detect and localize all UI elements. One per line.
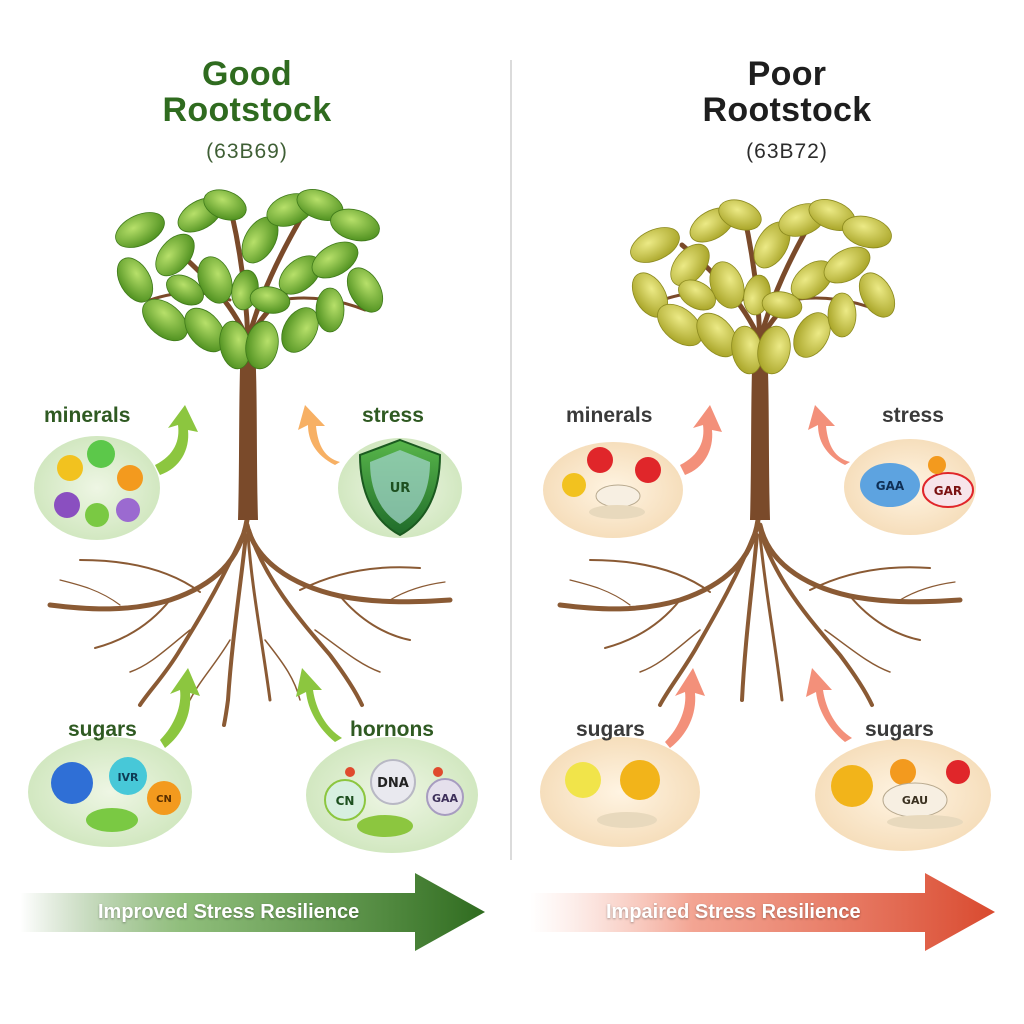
improved-banner-arrow [20, 873, 485, 951]
healthy-trunk [238, 330, 258, 520]
title-line1: Poor [747, 55, 827, 93]
minerals-cluster-poor [543, 442, 683, 538]
svg-text:GAA: GAA [432, 792, 459, 805]
title-line1: Good [202, 55, 292, 93]
svg-text:GAU: GAU [902, 794, 928, 807]
minerals-arrow-up [680, 405, 722, 475]
label-minerals: minerals [566, 404, 653, 427]
svg-text:CN: CN [336, 794, 355, 808]
healthy-canopy [115, 189, 384, 370]
stressed-tree [557, 199, 963, 707]
sugars-cluster-poor-right: GAU [815, 739, 991, 851]
svg-text:GAA: GAA [876, 479, 905, 493]
label-sugars: sugars [576, 718, 645, 741]
stress-cluster-poor: GAA GAR [844, 439, 976, 535]
sugars-cluster-good: IVR CN [28, 737, 192, 847]
stressed-roots [557, 517, 963, 707]
sugars-arrow-up [160, 668, 200, 748]
svg-text:CN: CN [156, 794, 172, 805]
stressed-flow-arrows [665, 405, 852, 748]
impaired-resilience-label: Impaired Stress Resilience [606, 901, 861, 923]
impaired-banner-arrow [530, 873, 995, 951]
stress-shield-good: UR [338, 438, 462, 538]
svg-text:UR: UR [390, 481, 411, 496]
title-line2: Rootstock [162, 91, 332, 129]
stress-arrow-up [298, 405, 340, 465]
minerals-arrow-up [155, 405, 198, 475]
rootstock-code: (63B72) [746, 140, 828, 163]
title-line2: Rootstock [702, 91, 872, 129]
svg-text:IVR: IVR [117, 771, 139, 784]
stressed-trunk [750, 330, 770, 520]
good-rootstock-title: Good Rootstock (63B69) [47, 56, 447, 170]
label-stress: stress [882, 404, 944, 427]
label-sugars: sugars [68, 718, 137, 741]
rootstock-code: (63B69) [206, 140, 288, 163]
sugars-cluster-poor-left [540, 737, 700, 847]
minerals-cluster-good [34, 436, 160, 540]
sugars-arrow-up-2 [806, 668, 852, 742]
label-stress: stress [362, 404, 424, 427]
poor-rootstock-title: Poor Rootstock (63B72) [587, 56, 987, 170]
hormones-arrow-up [296, 668, 342, 742]
hormones-cluster-good: DNA CN GAA [306, 737, 478, 853]
stressed-canopy [630, 199, 896, 375]
sugars-arrow-up [665, 668, 705, 748]
improved-resilience-label: Improved Stress Resilience [98, 901, 360, 923]
healthy-flow-arrows [155, 405, 342, 748]
stress-arrow-up [808, 405, 850, 465]
healthy-roots [47, 517, 453, 727]
label-minerals: minerals [44, 404, 131, 427]
healthy-tree [47, 189, 453, 727]
label-hormones: hornons [350, 718, 434, 741]
svg-text:DNA: DNA [377, 776, 409, 791]
label-sugars-2: sugars [865, 718, 934, 741]
svg-text:GAR: GAR [934, 484, 962, 498]
